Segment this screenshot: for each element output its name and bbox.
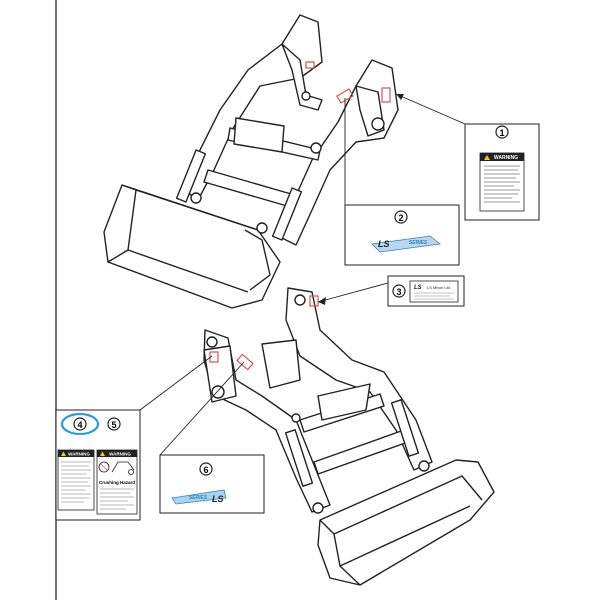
lower-mount-plate bbox=[261, 339, 301, 389]
callout-6-box bbox=[159, 454, 265, 514]
warning-decal-1-header bbox=[480, 153, 524, 161]
highlight-ring-4 bbox=[60, 412, 100, 436]
crushing-hazard-title: Crushing Hazard bbox=[99, 480, 135, 485]
callout-3-number-ring bbox=[392, 284, 406, 298]
callout-5-number: 5 bbox=[111, 420, 116, 430]
lower-bucket bbox=[317, 459, 495, 586]
ls-plate-text-lines bbox=[414, 292, 454, 300]
ls-logo-3: LS bbox=[414, 285, 422, 291]
callout-4-number: 4 bbox=[77, 420, 82, 430]
ls-logo-2: LS bbox=[378, 239, 390, 249]
warning-decal-5-text-lines bbox=[100, 488, 134, 510]
upper-cylinder-right bbox=[271, 187, 303, 241]
warning-decal-4-text-lines bbox=[61, 461, 91, 503]
lower-cross-tube-2 bbox=[313, 429, 409, 475]
callout-6-number: 6 bbox=[203, 465, 208, 475]
upper-left-arm bbox=[183, 14, 323, 201]
callout-6-number-ring bbox=[199, 462, 213, 476]
callout-6: 6 SERIES LS bbox=[159, 454, 265, 514]
warning-decal-4 bbox=[57, 449, 95, 511]
upper-decal-marks bbox=[305, 61, 391, 104]
decal-mark-upper bbox=[305, 61, 315, 69]
warning-decal-1-title: WARNING bbox=[494, 155, 518, 161]
ls-series-tag-6: SERIES bbox=[189, 495, 208, 501]
ls-company-name: LS Mtron Ltd. bbox=[427, 285, 451, 290]
warning-decal-1-text-lines bbox=[484, 165, 520, 203]
callout-1-number: 1 bbox=[499, 128, 504, 138]
callout-3: 3 LS LS Mtron Ltd. bbox=[387, 275, 465, 307]
callout-1-number-ring bbox=[495, 125, 509, 139]
upper-left-arm-link bbox=[281, 43, 323, 111]
decal-mark-1 bbox=[381, 87, 391, 103]
decal-mark-6 bbox=[236, 353, 254, 371]
lower-cylinder-right bbox=[390, 399, 420, 457]
upper-bucket-edge bbox=[127, 249, 249, 293]
ls-plate-decal bbox=[409, 280, 459, 303]
leader-6 bbox=[159, 361, 245, 456]
upper-center-plate bbox=[233, 117, 285, 153]
lower-cylinder-left bbox=[284, 429, 314, 487]
callout-4-number-ring bbox=[73, 417, 87, 431]
warning-triangle-icon bbox=[61, 451, 66, 456]
callout-1: 1 WARNING bbox=[464, 123, 540, 221]
callout-4-5: 4 5 WARNING WARNING Crushing Hazard bbox=[55, 409, 141, 521]
callout-3-number: 3 bbox=[396, 287, 401, 297]
leader-3 bbox=[317, 282, 389, 303]
lower-loader bbox=[203, 287, 495, 586]
warning-triangle-icon bbox=[100, 451, 105, 456]
warning-decal-4-title: WARNING bbox=[68, 452, 90, 457]
decal-mark-3 bbox=[309, 295, 319, 307]
leader-1 bbox=[395, 93, 466, 125]
ls-series-swoosh bbox=[171, 489, 227, 505]
decal-mark-2 bbox=[336, 88, 354, 104]
lower-left-bracket bbox=[203, 345, 237, 403]
upper-cross-tube-2 bbox=[203, 169, 299, 209]
leader-4 bbox=[139, 355, 213, 411]
upper-cylinder-left bbox=[175, 149, 207, 203]
ls-series-tag-2: SERIES bbox=[409, 240, 428, 246]
ls-series-swoosh bbox=[371, 235, 441, 253]
leader-arrowheads bbox=[318, 94, 404, 305]
lower-center-plate bbox=[317, 383, 371, 421]
warning-decal-4-header bbox=[58, 450, 94, 457]
callout-2-number: 2 bbox=[398, 213, 403, 223]
warning-decal-5-title: WARNING bbox=[109, 452, 131, 457]
callout-2: 2 LS SERIES bbox=[344, 204, 460, 266]
callout-5-number-ring bbox=[107, 417, 121, 431]
upper-bucket-side bbox=[107, 184, 137, 263]
warning-triangle-icon bbox=[484, 155, 490, 160]
lower-bucket-edge bbox=[339, 505, 471, 567]
leader-lines bbox=[139, 93, 466, 456]
upper-loader bbox=[103, 14, 399, 309]
ls-logo-6: LS bbox=[212, 494, 224, 504]
warning-decal-5-header bbox=[97, 450, 137, 457]
upper-bucket bbox=[103, 184, 281, 309]
crushing-hazard-pictogram-icon bbox=[98, 461, 135, 475]
callout-2-number-ring bbox=[394, 210, 408, 224]
